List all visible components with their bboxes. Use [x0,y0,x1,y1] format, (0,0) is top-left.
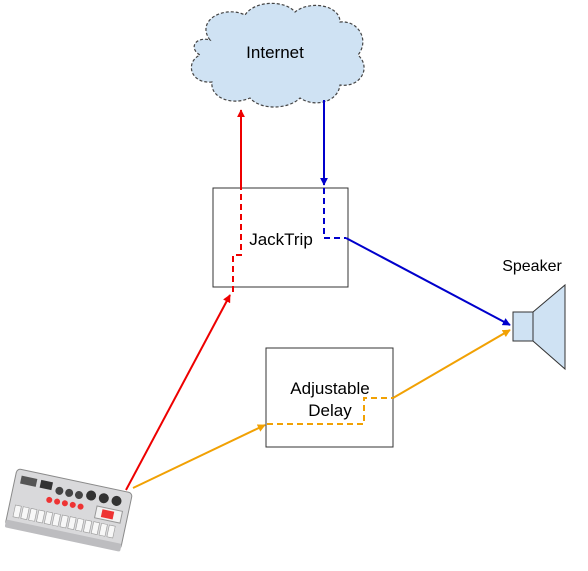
send-line-device-to-jacktrip [125,294,231,491]
jacktrip-label: JackTrip [249,230,313,249]
local-line-device-to-delay [132,424,266,489]
delay-label-line2: Delay [308,401,352,420]
speaker-icon: Speaker [502,258,566,371]
speaker-label: Speaker [502,258,562,275]
drum-machine-icon [4,468,133,552]
internet-cloud: Internet [190,2,365,108]
receive-line-internal [323,188,346,239]
send-path [125,109,245,491]
speaker-cone [532,283,566,371]
cloud-shape [190,2,365,108]
internet-label: Internet [246,43,304,62]
local-path [132,329,511,489]
send-line-internal [232,185,242,292]
receive-line-jacktrip-to-speaker [345,237,511,326]
speaker-body [512,311,534,342]
delay-label-line1: Adjustable [290,379,369,398]
local-line-internal [267,397,393,425]
local-line-delay-to-speaker [392,329,511,399]
receive-path [320,100,511,326]
